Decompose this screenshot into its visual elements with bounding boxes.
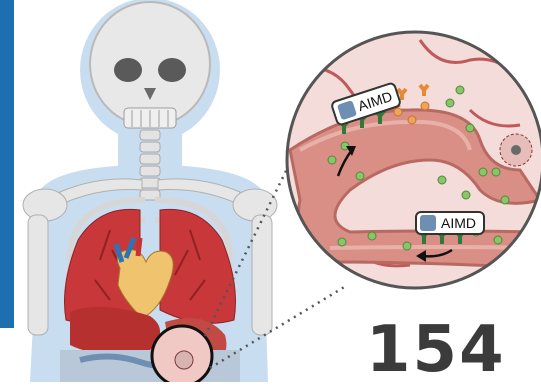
aimd-device-icon — [420, 215, 436, 231]
side-bar — [0, 0, 14, 328]
target-cell — [500, 134, 532, 166]
skull — [90, 2, 210, 128]
implant-site — [152, 326, 212, 382]
aimd-badge-bottom: AIMD — [416, 212, 484, 234]
magnified-view: AIMD AIMD — [287, 32, 541, 288]
aimd-label-bottom: AIMD — [441, 215, 476, 231]
page-number: 154 — [366, 318, 541, 382]
